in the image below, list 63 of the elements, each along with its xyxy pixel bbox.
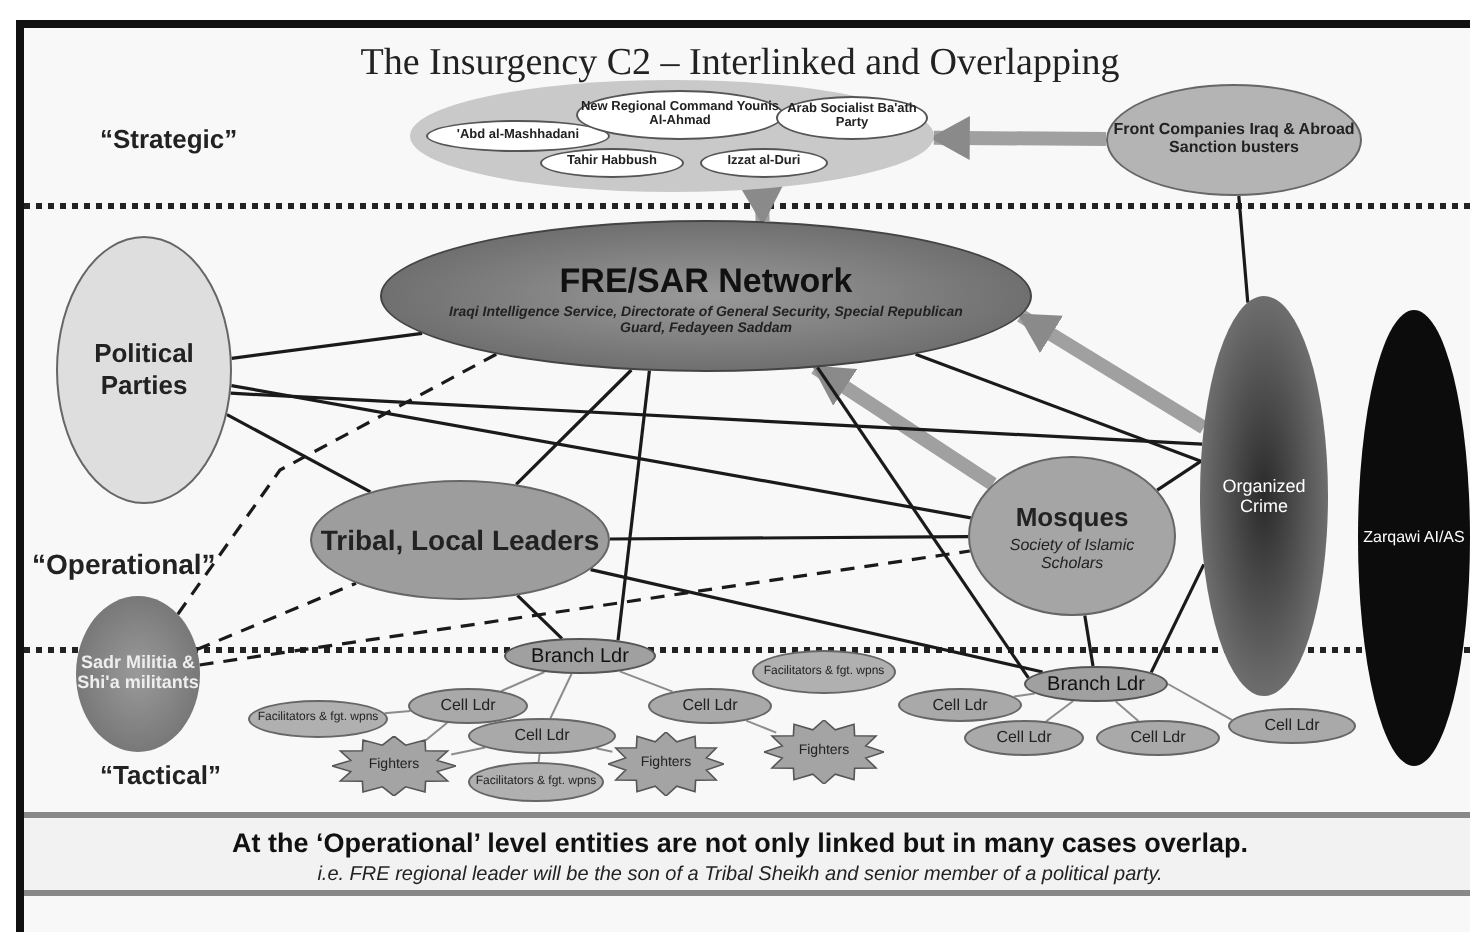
node-title: Cell Ldr: [1264, 714, 1320, 738]
node-title: Political Parties: [92, 338, 196, 402]
link-line: [1149, 563, 1206, 674]
link-line: [1167, 683, 1233, 721]
link-line: [537, 753, 541, 763]
node-title: Mosques: [1015, 500, 1129, 537]
fighters-star: [764, 720, 884, 784]
node-title: Cell Ldr: [1130, 726, 1186, 750]
link-line: [226, 413, 372, 494]
link-line: [450, 746, 487, 756]
link-line: [549, 672, 573, 720]
link-line: [1156, 459, 1202, 492]
link-line: [500, 671, 546, 692]
link-line: [915, 352, 1202, 463]
link-line: [1045, 700, 1075, 723]
fighters-star: [332, 736, 456, 796]
level-label: “Strategic”: [100, 122, 240, 158]
node-title: Cell Ldr: [932, 693, 988, 717]
link-line: [231, 331, 423, 360]
level-label: “Operational”: [32, 546, 218, 584]
node-title: Organized Crime: [1220, 475, 1308, 517]
link-line: [616, 370, 651, 641]
node-title: Zarqawi AI/AS: [1363, 528, 1465, 548]
node-title: Sadr Militia & Shi'a militants: [76, 654, 200, 694]
broad-arrow: [929, 116, 1107, 161]
footer-example: i.e. FRE regional leader will be the son of a Tribal Sheikh and senior member of a political party.: [315, 862, 1165, 890]
link-line: [231, 384, 972, 520]
link-line: [424, 721, 449, 742]
footer-note: At the ‘Operational’ level entities are not only linked but in many cases overlap.: [230, 826, 1250, 862]
node-title: Branch Ldr: [1047, 671, 1145, 699]
link-line: [1114, 700, 1140, 722]
link-line: [176, 352, 498, 616]
name-ellipse: [540, 148, 684, 178]
link-line: [595, 747, 614, 753]
broad-arrow: [739, 184, 784, 226]
link-line: [199, 549, 971, 667]
node-title: Cell Ldr: [682, 694, 738, 718]
link-line: [610, 535, 968, 541]
node-title: Branch Ldr: [531, 643, 629, 671]
link-line: [816, 366, 1030, 679]
node-title: Cell Ldr: [440, 694, 496, 718]
node-title: Cell Ldr: [514, 724, 570, 748]
link-line: [1013, 692, 1036, 698]
broad-arrow: [811, 361, 997, 491]
link-line: [196, 581, 357, 652]
link-line: [1237, 195, 1250, 303]
name-ellipse: [776, 96, 928, 140]
node-title: Cell Ldr: [996, 726, 1052, 750]
node-title: Front Companies Iraq & Abroad Sanction busters: [1111, 122, 1357, 158]
link-line: [515, 368, 633, 486]
link-line: [516, 594, 564, 640]
node-title: FRE/SAR Network: [559, 259, 853, 304]
broad-arrow: [1017, 309, 1208, 434]
name-ellipse: [576, 90, 784, 140]
link-line: [383, 710, 412, 715]
node-subtitle: Society of Islamic Scholars: [1007, 537, 1137, 574]
fighters-star: [608, 732, 724, 796]
diagram-title: The Insurgency C2 – Interlinked and Overlapping: [358, 40, 1122, 88]
name-ellipse: [426, 120, 610, 152]
link-line: [590, 568, 1043, 674]
link-line: [230, 391, 1203, 446]
node-title: Tribal, Local Leaders: [320, 523, 600, 557]
link-line: [1083, 615, 1095, 667]
